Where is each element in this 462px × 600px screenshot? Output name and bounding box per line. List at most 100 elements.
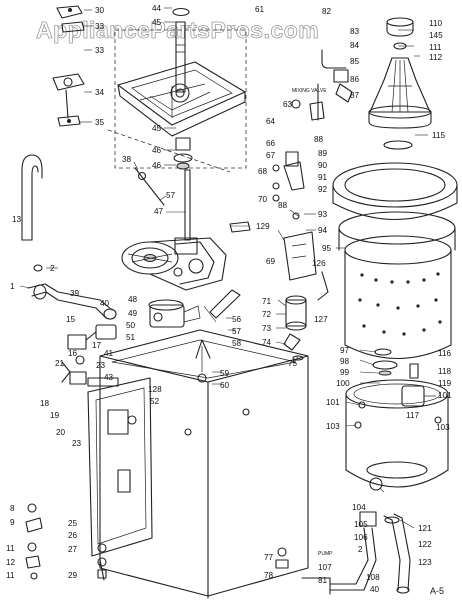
callout-115: 115 [432,131,445,140]
callout-23b: 23 [72,439,82,448]
callout-2-b: 2 [358,545,363,554]
callout-73: 73 [262,324,272,333]
leveling-foot-center [275,547,331,595]
callout-2: 2 [50,264,55,273]
callout-98: 98 [340,357,350,366]
callout-91: 91 [318,173,328,182]
callout-26: 26 [68,531,78,540]
callout-117: 117 [406,411,419,420]
motor-and-pump [272,151,317,361]
callout-77: 77 [264,553,274,562]
callout-63: 63 [283,100,293,109]
callout-82: 82 [322,7,332,16]
callout-25: 25 [68,519,78,528]
callout-74: 74 [262,338,272,347]
drain-pump-hoses [329,511,411,594]
callout-29: 29 [68,571,78,580]
callout-72: 72 [262,310,272,319]
callout-40a: 40 [100,299,110,308]
callout-104: 104 [352,503,366,512]
callout-71: 71 [262,297,272,306]
callout-15: 15 [66,315,76,324]
callout-16: 16 [68,349,78,358]
motor-bracket [209,289,241,319]
callout-145: 145 [429,31,443,40]
callout-38: 38 [122,155,132,164]
callout-103a: 103 [326,422,340,431]
callout-46-ring: 46 [152,161,162,170]
callout-129: 129 [256,222,270,231]
callout-67: 67 [266,151,276,160]
callout-56: 56 [232,315,242,324]
callout-61: 61 [255,5,265,14]
drive-motor-small [148,299,201,328]
leader-lines [19,7,428,529]
callout-118: 118 [438,367,451,376]
callout-87: 87 [350,91,360,100]
mixing-valve-note: MIXING VALVE [292,88,327,94]
callout-128: 128 [148,385,162,394]
callout-90: 90 [318,161,328,170]
callout-99: 99 [340,368,350,377]
callout-48: 48 [128,295,138,304]
cabinet [87,329,309,599]
clamps-and-clips [229,221,329,301]
callout-64: 64 [266,117,276,126]
agitator [368,17,432,129]
callout-110: 110 [429,19,442,28]
basket-perforations [358,272,442,336]
callout-88b: 88 [278,201,288,210]
callout-11b: 11 [6,571,15,580]
spin-basket [332,140,458,359]
callout-101b: 101 [438,391,452,400]
callout-43: 43 [104,373,114,382]
callout-112: 112 [429,53,442,62]
callout-107: 107 [318,563,332,572]
callout-35: 35 [95,118,105,127]
callout-122: 122 [418,540,432,549]
callout-60: 60 [220,381,230,390]
watermark-text: AppliancePartsPros.com [36,17,319,43]
callout-19: 19 [50,411,60,420]
callout-100: 100 [336,379,350,388]
transmission-mount-assembly [107,7,247,173]
callout-12: 12 [6,558,16,567]
callout-78: 78 [264,571,274,580]
callout-97: 97 [340,346,350,355]
callout-11a: 11 [6,544,15,553]
callout-50: 50 [126,321,136,330]
callout-85: 85 [350,57,360,66]
callout-68: 68 [258,167,268,176]
drain-hose [21,154,43,272]
page-reference: A-5 [430,586,444,596]
callout-45a: 45 [152,18,162,27]
callout-51: 51 [126,333,136,342]
callout-106: 106 [354,533,368,542]
left-hardware [25,503,43,580]
callout-88a: 88 [314,135,324,144]
callout-89: 89 [318,149,328,158]
callout-81: 81 [318,576,328,585]
callout-39: 39 [70,289,80,298]
callout-44: 44 [152,4,162,13]
callout-123: 123 [418,558,432,567]
pump-hose [27,283,117,320]
water-valve-assembly [61,324,119,387]
callout-27: 27 [68,545,78,554]
callout-9: 9 [10,518,15,527]
callout-111: 111 [429,43,442,52]
upper-left-brackets [52,5,85,127]
callout-105: 105 [354,520,368,529]
callout-108: 108 [366,573,380,582]
callout-33: 33 [95,22,105,31]
callout-70: 70 [258,195,268,204]
callout-33-b: 33 [95,46,105,55]
pump-note: PUMP [318,551,333,557]
callout-94: 94 [318,226,328,235]
callout-59: 59 [220,369,230,378]
callout-93: 93 [318,210,328,219]
callout-83: 83 [350,27,360,36]
callout-41: 41 [104,349,114,358]
callout-34: 34 [95,88,105,97]
